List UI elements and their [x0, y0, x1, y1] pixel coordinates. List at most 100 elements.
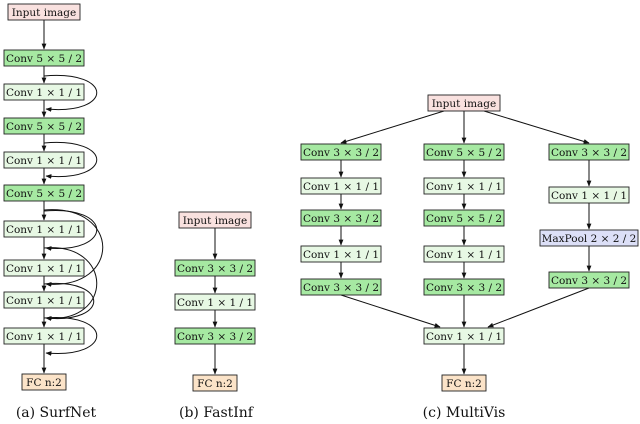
multivis-branch-3-node-3: Conv 3 × 3 / 2: [548, 271, 630, 289]
multivis-branch-2-node-0-label: Conv 5 × 5 / 2: [426, 147, 502, 159]
fastinf-node-4-fc-label: FC n:2: [197, 378, 233, 390]
multivis-branch-1-node-3-label: Conv 1 × 1 / 1: [303, 249, 379, 261]
multivis-branch-2-node-2-box: [423, 209, 505, 227]
surfnet-node-5-conv5: Conv 5 × 5 / 2: [3, 184, 85, 202]
multivis-branch-1-node-4-box: [300, 278, 382, 296]
surfnet-node-2-conv1-box: [3, 83, 85, 101]
surfnet-node-9-conv1-box: [3, 327, 85, 345]
multivis-branch-1-node-3-box: [300, 245, 382, 263]
surfnet-node-1-conv5-label: Conv 5 × 5 / 2: [6, 53, 82, 65]
multivis-branch-3-node-2-label: MaxPool 2 × 2 / 2: [542, 233, 637, 245]
multivis-input-image-box: [427, 94, 501, 112]
multivis-branch-2-node-0: Conv 5 × 5 / 2: [423, 143, 505, 161]
multivis-branch-1-node-0-box: [300, 143, 382, 161]
surfnet-skip-0: [43, 74, 98, 112]
multivis-branch-1-to-merge: [340, 294, 441, 328]
multivis-branch-1-node-2-box: [300, 209, 382, 227]
multivis-branch-2-node-2-label: Conv 5 × 5 / 2: [426, 213, 502, 225]
multivis-branch-1-node-2: Conv 3 × 3 / 2: [300, 209, 382, 227]
multivis-branch-2-node-0-box: [423, 143, 505, 161]
surfnet-skip-4: [43, 247, 98, 321]
surfnet-node-6-conv1-box: [3, 220, 85, 238]
surfnet-node-5-conv5-label: Conv 5 × 5 / 2: [6, 188, 82, 200]
caption-fastinf: (b) FastInf: [179, 405, 255, 421]
surfnet-node-3-conv5-box: [3, 117, 85, 135]
fastinf-node-3-conv3: Conv 3 × 3 / 2: [174, 327, 256, 345]
surfnet-node-8-conv1: Conv 1 × 1 / 1: [3, 291, 85, 309]
surfnet-node-10-fc: FC n:2: [21, 373, 67, 391]
surfnet-node-7-conv1-label: Conv 1 × 1 / 1: [6, 263, 82, 275]
multivis-input-to-branch-3: [483, 110, 590, 144]
multivis-fc-output-box: [441, 374, 487, 392]
surfnet-node-7-conv1-box: [3, 259, 85, 277]
fastinf-node-3-conv3-box: [174, 327, 256, 345]
multivis-branch-1-node-2-label: Conv 3 × 3 / 2: [303, 213, 379, 225]
fastinf-node-1-conv3-box: [174, 259, 256, 277]
surfnet-node-0-input-image-label: Input image: [12, 7, 76, 19]
multivis-branch-2-node-3-label: Conv 1 × 1 / 1: [426, 249, 502, 261]
fastinf-node-3-conv3-label: Conv 3 × 3 / 2: [177, 331, 253, 343]
multivis-branch-3-node-1: Conv 1 × 1 / 1: [548, 186, 630, 204]
multivis-branch-2-node-3: Conv 1 × 1 / 1: [423, 245, 505, 263]
multivis-branch-1-node-1: Conv 1 × 1 / 1: [300, 177, 382, 195]
multivis-branch-2-node-3-box: [423, 245, 505, 263]
multivis-branch-1-node-0: Conv 3 × 3 / 2: [300, 143, 382, 161]
multivis-branch-2-node-1: Conv 1 × 1 / 1: [423, 177, 505, 195]
surfnet-node-8-conv1-label: Conv 1 × 1 / 1: [6, 295, 82, 307]
caption-multivis: (c) MultiVis: [423, 405, 506, 421]
multivis-branch-2-node-2: Conv 5 × 5 / 2: [423, 209, 505, 227]
multivis-branch-3-node-2-box: [539, 229, 639, 247]
fastinf-node-2-conv1-label: Conv 1 × 1 / 1: [177, 297, 253, 309]
multivis-fc-output: FC n:2: [441, 374, 487, 392]
multivis-merge-conv-box: [423, 327, 505, 345]
surfnet-node-2-conv1: Conv 1 × 1 / 1: [3, 83, 85, 101]
fastinf-node-0-input-image: Input image: [178, 211, 252, 229]
multivis-branch-2-node-1-box: [423, 177, 505, 195]
fastinf-node-0-input-image-label: Input image: [183, 215, 247, 227]
surfnet-node-8-conv1-box: [3, 291, 85, 309]
multivis-input-to-branch-1: [340, 110, 445, 144]
multivis-fc-output-label: FC n:2: [446, 378, 482, 390]
multivis-branch-1-node-1-label: Conv 1 × 1 / 1: [303, 181, 379, 193]
fastinf-node-0-input-image-box: [178, 211, 252, 229]
surfnet-node-10-fc-box: [21, 373, 67, 391]
multivis-branch-3-node-0-box: [548, 143, 630, 161]
multivis-branch-1-node-0-label: Conv 3 × 3 / 2: [303, 147, 379, 159]
surfnet-node-1-conv5-box: [3, 49, 85, 67]
surfnet-node-9-conv1-label: Conv 1 × 1 / 1: [6, 331, 82, 343]
surfnet-node-0-input-image-box: [7, 3, 81, 21]
multivis-branch-3-node-0-label: Conv 3 × 3 / 2: [551, 147, 627, 159]
fastinf-node-1-conv3: Conv 3 × 3 / 2: [174, 259, 256, 277]
surfnet-node-10-fc-label: FC n:2: [26, 377, 62, 389]
surfnet-node-4-conv1-label: Conv 1 × 1 / 1: [6, 155, 82, 167]
surfnet-node-2-conv1-label: Conv 1 × 1 / 1: [6, 87, 82, 99]
fastinf-node-4-fc: FC n:2: [192, 374, 238, 392]
surfnet-skip-1: [43, 141, 98, 179]
surfnet-node-3-conv5-label: Conv 5 × 5 / 2: [6, 121, 82, 133]
multivis-branch-2-node-1-label: Conv 1 × 1 / 1: [426, 181, 502, 193]
surfnet-skip-3: [43, 209, 104, 287]
fastinf-node-2-conv1-box: [174, 293, 256, 311]
multivis-branch-1-node-4-label: Conv 3 × 3 / 2: [303, 282, 379, 294]
fastinf-node-2-conv1: Conv 1 × 1 / 1: [174, 293, 256, 311]
surfnet-node-1-conv5: Conv 5 × 5 / 2: [3, 49, 85, 67]
multivis-branch-3-to-merge: [487, 287, 590, 328]
multivis-branch-3-node-3-box: [548, 271, 630, 289]
multivis-branch-2-node-4-label: Conv 3 × 3 / 2: [426, 282, 502, 294]
surfnet-node-6-conv1-label: Conv 1 × 1 / 1: [6, 224, 82, 236]
fastinf-node-1-conv3-label: Conv 3 × 3 / 2: [177, 263, 253, 275]
multivis-merge-conv: Conv 1 × 1 / 1: [423, 327, 505, 345]
multivis-input-image-label: Input image: [432, 98, 496, 110]
multivis-merge-conv-label: Conv 1 × 1 / 1: [426, 331, 502, 343]
multivis-branch-1-node-3: Conv 1 × 1 / 1: [300, 245, 382, 263]
surfnet-node-6-conv1: Conv 1 × 1 / 1: [3, 220, 85, 238]
multivis-branch-3-node-0: Conv 3 × 3 / 2: [548, 143, 630, 161]
surfnet-node-3-conv5: Conv 5 × 5 / 2: [3, 117, 85, 135]
surfnet-node-5-conv5-box: [3, 184, 85, 202]
multivis-branch-3-node-1-box: [548, 186, 630, 204]
surfnet-node-4-conv1-box: [3, 151, 85, 169]
multivis-branch-1-node-4: Conv 3 × 3 / 2: [300, 278, 382, 296]
multivis-branch-3-node-1-label: Conv 1 × 1 / 1: [551, 190, 627, 202]
fastinf-node-4-fc-box: [192, 374, 238, 392]
